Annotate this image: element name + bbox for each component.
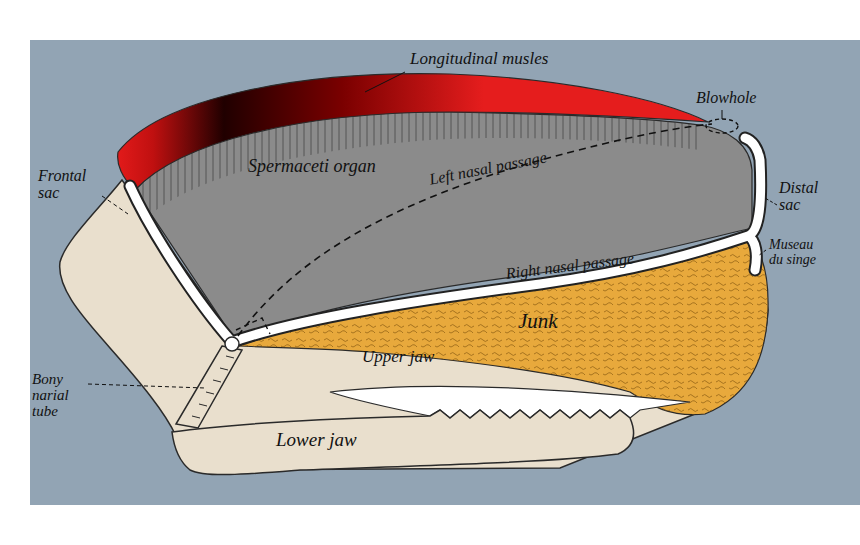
part-label: Frontal sac bbox=[38, 168, 94, 202]
part-label: Right nasal passage bbox=[505, 250, 635, 282]
leader-line bbox=[365, 72, 405, 92]
part-label: Junk bbox=[518, 310, 558, 332]
part-label: Lower jaw bbox=[276, 430, 357, 450]
leader-line bbox=[102, 196, 128, 214]
nasal-passage-band bbox=[130, 138, 761, 342]
part-label: Museau du singe bbox=[769, 238, 827, 267]
part-label: Spermaceti organ bbox=[248, 157, 376, 176]
part-label: Upper jaw bbox=[362, 348, 434, 366]
leader-line bbox=[722, 110, 723, 119]
leader-line bbox=[758, 250, 766, 256]
blowhole-mark bbox=[706, 119, 738, 133]
leader-line bbox=[88, 384, 205, 388]
part-label: Bony narial tube bbox=[32, 372, 88, 419]
bony-narial-tube bbox=[176, 346, 242, 428]
part-label: Blowhole bbox=[696, 90, 756, 107]
left-nasal-passage-line bbox=[238, 124, 712, 336]
leader-line bbox=[765, 198, 777, 205]
longitudinal-muscles bbox=[118, 74, 708, 190]
lower-jaw bbox=[172, 410, 634, 475]
part-label: Left nasal passage bbox=[428, 149, 548, 188]
sac-outline bbox=[130, 138, 761, 342]
passage-junction bbox=[236, 318, 270, 334]
naris-opening bbox=[225, 337, 239, 351]
background-panel bbox=[30, 40, 860, 505]
mouth-gap bbox=[330, 386, 690, 418]
part-label: Longitudinal musles bbox=[410, 50, 548, 68]
tube-hatching bbox=[192, 356, 234, 418]
part-label: Distal sac bbox=[779, 180, 829, 214]
